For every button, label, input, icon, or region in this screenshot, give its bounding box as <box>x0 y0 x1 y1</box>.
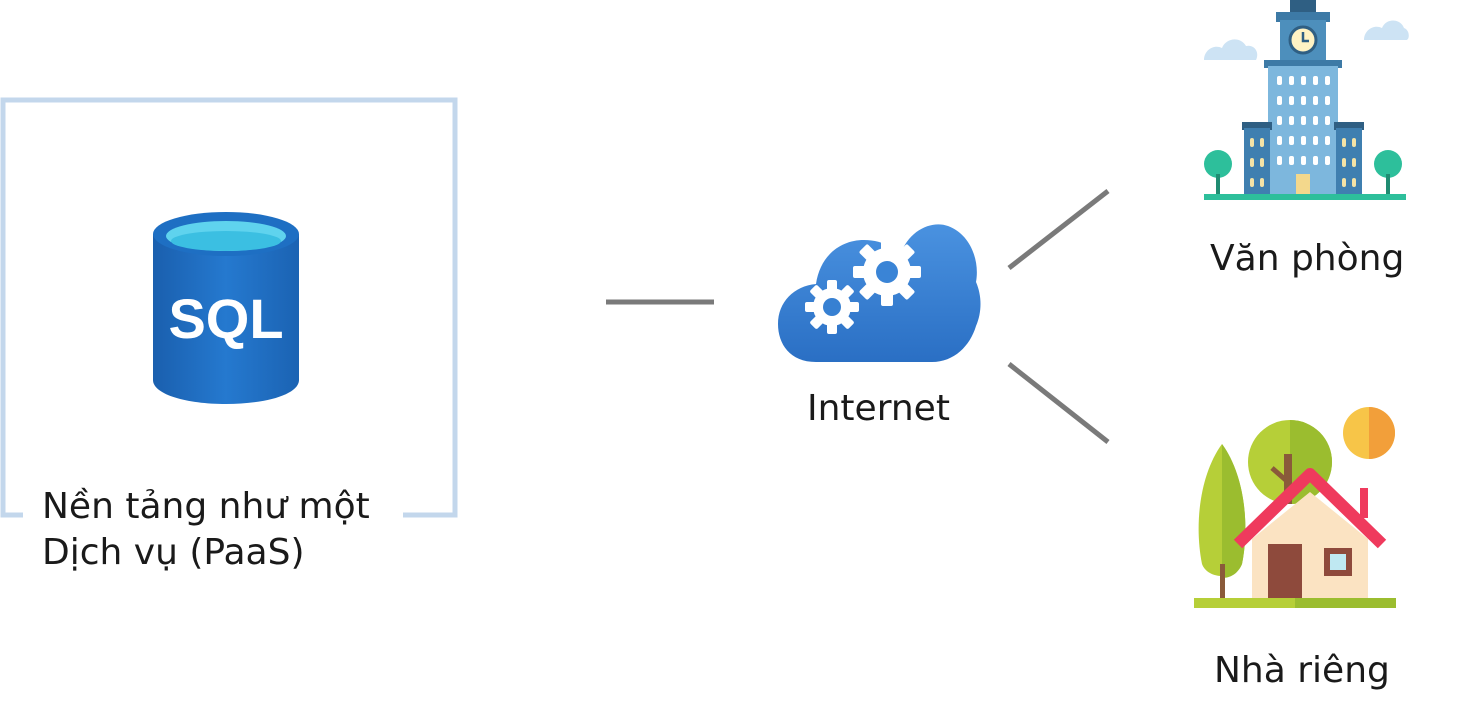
sql-icon-text: SQL <box>168 287 283 350</box>
house-icon <box>1194 407 1396 608</box>
paas-label: Nền tảng như một Dịch vụ (PaaS) <box>42 484 370 576</box>
connector-internet-office <box>1007 189 1110 270</box>
connector-internet-home <box>1007 362 1110 444</box>
small-gear-icon <box>805 280 859 334</box>
office-building-icon <box>1204 0 1409 200</box>
office-label: Văn phòng <box>1210 238 1405 279</box>
large-gear-icon <box>853 238 921 306</box>
cloud-gears-icon <box>778 224 981 362</box>
paas-label-line1: Nền tảng như một <box>42 486 370 527</box>
sky-cloud-icon <box>1204 20 1409 60</box>
tree-icon <box>1204 150 1402 178</box>
internet-label: Internet <box>807 388 950 429</box>
paas-frame <box>0 97 458 518</box>
home-label: Nhà riêng <box>1214 650 1390 691</box>
paas-label-line2: Dịch vụ (PaaS) <box>42 532 305 573</box>
sql-database-icon: SQL <box>153 212 299 404</box>
